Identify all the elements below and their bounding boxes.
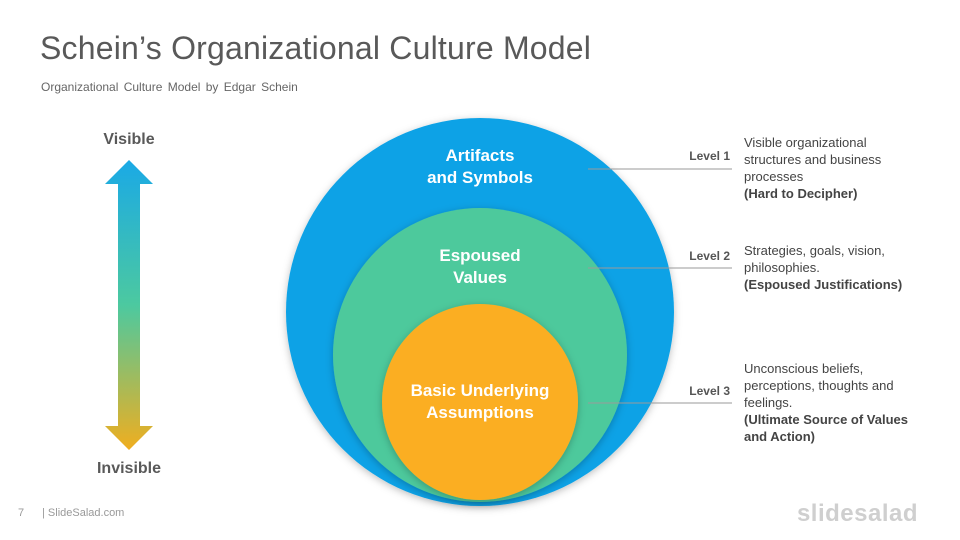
label-espoused-values: Espoused Values bbox=[439, 246, 521, 287]
level-1-description: Visible organizational structures and bu… bbox=[744, 135, 882, 201]
level-3-label: Level 3 bbox=[689, 384, 730, 398]
level-1-label: Level 1 bbox=[689, 149, 730, 163]
level-3-description: Unconscious beliefs, perceptions, though… bbox=[744, 361, 908, 444]
level-2-description: Strategies, goals, vision, philosophies.… bbox=[744, 243, 903, 292]
page-number: 7 bbox=[18, 507, 25, 519]
circle-basic-assumptions bbox=[382, 304, 578, 500]
level-2-label: Level 2 bbox=[689, 249, 730, 263]
brand-logo: slidesalad bbox=[796, 500, 918, 527]
label-basic-assumptions: Basic Underlying Assumptions bbox=[410, 381, 550, 422]
label-artifacts: Artifacts and Symbols bbox=[427, 146, 533, 187]
page-title: Schein’s Organizational Culture Model bbox=[40, 30, 592, 66]
footer-site-link[interactable]: | SlideSalad.com bbox=[42, 507, 125, 519]
invisible-label: Invisible bbox=[96, 460, 162, 477]
visible-label: Visible bbox=[103, 131, 155, 148]
page-subtitle: Organizational Culture Model by Edgar Sc… bbox=[41, 80, 298, 94]
visibility-arrow bbox=[105, 160, 153, 450]
